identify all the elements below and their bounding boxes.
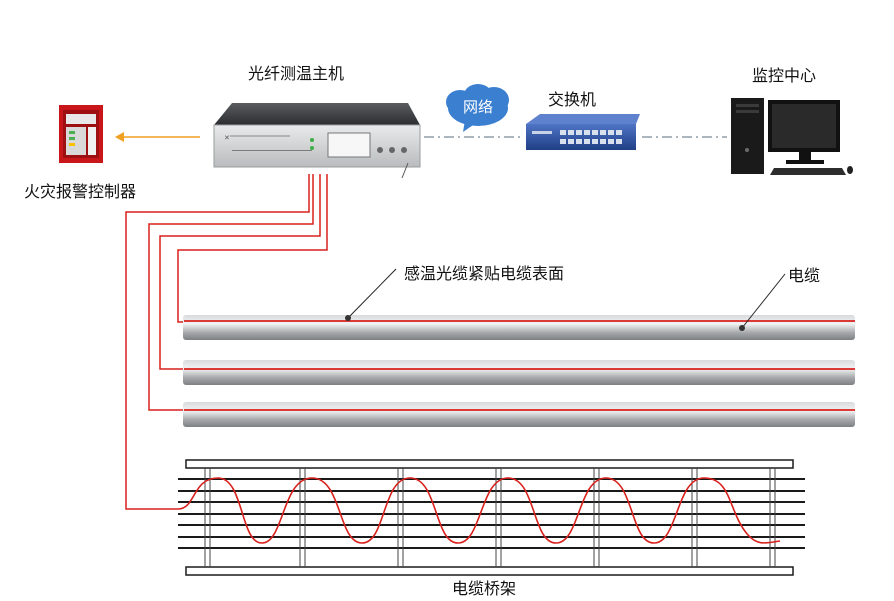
cable-tray-label: 电缆桥架 bbox=[452, 579, 517, 598]
sensing-fiber-feeds bbox=[125, 174, 328, 510]
fire-alarm-panel-icon bbox=[59, 105, 103, 163]
cable-2 bbox=[183, 360, 855, 385]
cable-3 bbox=[183, 402, 855, 427]
cable-label: 电缆 bbox=[788, 266, 821, 285]
host-front-detail bbox=[232, 150, 312, 151]
alarm-arrow bbox=[115, 132, 200, 142]
cable-tray bbox=[177, 459, 805, 576]
cloud-icon bbox=[446, 84, 509, 132]
network-label: 网络 bbox=[463, 98, 493, 116]
monitor-center-label: 监控中心 bbox=[752, 66, 817, 85]
desktop-computer-icon bbox=[731, 98, 853, 175]
sensing-cable-note: 感温光缆紧贴电缆表面 bbox=[404, 264, 565, 283]
host-label: 光纤测温主机 bbox=[248, 64, 345, 83]
cable-1 bbox=[183, 315, 855, 340]
alarm-controller-label: 火灾报警控制器 bbox=[24, 182, 137, 201]
network-switch-icon bbox=[526, 114, 640, 150]
svg-text:✕: ✕ bbox=[224, 134, 230, 142]
dts-host-unit-icon: ✕ bbox=[213, 103, 421, 168]
cable-leader bbox=[739, 273, 786, 331]
sensing-cable-leader bbox=[345, 268, 397, 321]
host-port-cable bbox=[401, 162, 409, 179]
switch-label: 交换机 bbox=[548, 90, 597, 109]
tray-sensing-fiber bbox=[177, 477, 781, 544]
